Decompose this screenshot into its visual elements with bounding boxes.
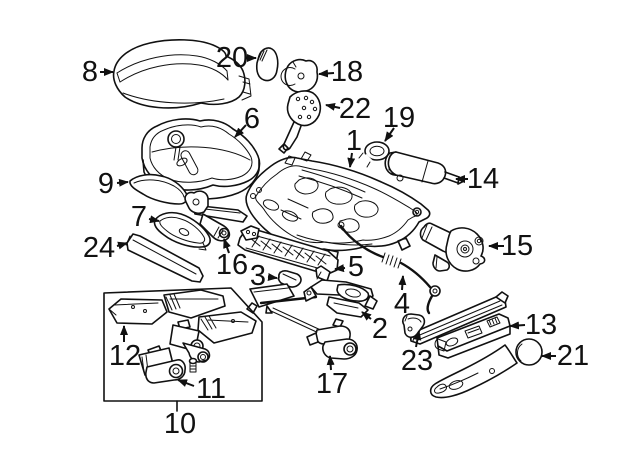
kit-screw <box>188 357 198 373</box>
callout-arrow-1 <box>347 152 356 168</box>
callout-arrow-11 <box>177 379 195 387</box>
part-20-cover-flap <box>255 47 279 82</box>
part-4-release-cable <box>337 221 441 315</box>
callout-arrow-13 <box>509 321 526 330</box>
callout-arrow-19 <box>384 127 395 142</box>
callout-5: 5 <box>348 251 364 283</box>
callout-arrow-7 <box>148 215 160 224</box>
kit-motor-center <box>169 319 211 363</box>
part-19-retaining-ring <box>358 141 390 168</box>
part-2-seat-riser-bracket <box>246 279 378 318</box>
part-7-side-bolster-pad <box>153 211 211 251</box>
callout-21: 21 <box>557 340 589 372</box>
part-16-tilt-actuator <box>184 190 248 242</box>
callout-16: 16 <box>216 249 248 281</box>
kit-pad-upper <box>163 289 226 319</box>
callout-arrow-2 <box>361 311 372 321</box>
callout-arrow-22 <box>325 102 341 111</box>
part-1-seat-frame <box>245 151 431 264</box>
callout-arrow-24 <box>116 241 128 250</box>
callout-20: 20 <box>216 42 248 74</box>
callout-7: 7 <box>131 201 147 233</box>
callout-arrow-16 <box>223 238 231 254</box>
callout-8: 8 <box>82 56 98 88</box>
part-21-side-trim-panel <box>429 338 543 399</box>
callout-4: 4 <box>394 288 410 320</box>
part-18-grommet <box>280 58 319 93</box>
callout-11: 11 <box>196 373 226 405</box>
callout-23: 23 <box>401 345 433 377</box>
callout-12: 12 <box>109 340 141 372</box>
callout-15: 15 <box>501 230 533 262</box>
callout-24: 24 <box>83 232 115 264</box>
part-5-seat-track <box>237 225 339 282</box>
callout-arrow-5 <box>334 264 346 273</box>
callout-arrow-4 <box>398 275 407 291</box>
callout-arrow-17 <box>326 355 335 371</box>
callout-19: 19 <box>383 102 415 134</box>
part-12-sensor-mat-pad <box>108 298 168 325</box>
callout-13: 13 <box>525 309 557 341</box>
callout-1: 1 <box>346 125 362 157</box>
callout-3: 3 <box>250 260 266 292</box>
part-14-actuator-motor <box>384 151 465 185</box>
callout-arrow-9 <box>116 178 129 187</box>
callout-10: 10 <box>164 408 196 440</box>
callout-6: 6 <box>244 103 260 135</box>
kit-pad-right <box>197 311 257 344</box>
callout-9: 9 <box>98 168 114 200</box>
callout-14: 14 <box>467 163 499 195</box>
callout-arrow-23 <box>413 330 422 348</box>
part-23-trim-end-cap <box>402 291 509 345</box>
callout-17: 17 <box>316 368 348 400</box>
part-6-seat-pan <box>141 118 261 200</box>
part-10-module-kit-box <box>103 287 263 412</box>
callout-18: 18 <box>331 56 363 88</box>
part-3-clip <box>277 270 302 288</box>
callout-arrows <box>100 54 556 387</box>
callout-labels: 1 2 3 4 5 6 7 8 9 10 11 12 13 14 15 16 1… <box>82 42 589 440</box>
callout-2: 2 <box>372 313 388 345</box>
callout-arrow-18 <box>318 69 335 78</box>
part-17-height-motor <box>265 305 358 360</box>
callout-arrow-6 <box>234 124 247 138</box>
part-15-gear-motor <box>419 222 486 272</box>
part-11-drive-motor <box>138 345 186 384</box>
callout-arrow-3 <box>267 273 278 281</box>
part-8-seat-cushion <box>112 39 252 109</box>
part-22-mount-bracket <box>278 90 322 154</box>
callout-22: 22 <box>339 93 371 125</box>
